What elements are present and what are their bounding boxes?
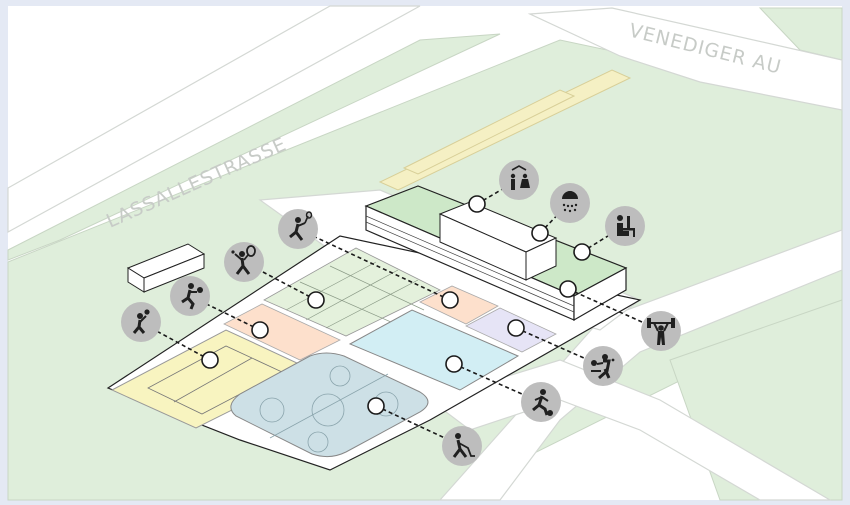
marker-showers xyxy=(531,224,549,242)
sand-strips xyxy=(378,69,632,191)
tennis-player-icon xyxy=(224,242,264,282)
volleyball-player-icon xyxy=(121,302,161,342)
road-lassallestrasse xyxy=(7,5,421,234)
kiosk-building xyxy=(126,243,206,293)
weightlifting-icon xyxy=(641,311,681,351)
badminton-player-icon xyxy=(278,209,318,249)
sand-strip-short xyxy=(402,89,576,175)
road-south-east xyxy=(438,229,843,501)
marker-wardrobe xyxy=(468,195,486,213)
road-venediger-au xyxy=(527,7,843,111)
multi-use-court xyxy=(348,309,520,391)
marker-fitness xyxy=(559,280,577,298)
marker-ice-hockey xyxy=(367,397,385,415)
hanger-restroom-icon xyxy=(499,160,539,200)
orange-court-west xyxy=(223,303,341,361)
marker-tennis xyxy=(307,291,325,309)
green-strip-west xyxy=(7,33,501,261)
marker-football xyxy=(445,355,463,373)
hockey-player-icon xyxy=(442,426,482,466)
main-building xyxy=(364,185,628,322)
desk-worker-icon xyxy=(605,206,645,246)
orange-court-east xyxy=(419,285,499,325)
marker-office xyxy=(573,243,591,261)
soccer-player-icon xyxy=(521,382,561,422)
activity-icons xyxy=(121,160,681,466)
marker-basketball xyxy=(251,321,269,339)
marker-beach-volleyball xyxy=(201,351,219,369)
shower-icon xyxy=(550,183,590,223)
tennis-courts xyxy=(263,247,441,337)
marker-table-tennis xyxy=(507,319,525,337)
target-markers xyxy=(201,195,591,415)
basketball-player-icon xyxy=(170,276,210,316)
table-tennis-icon xyxy=(583,346,623,386)
marker-badminton xyxy=(441,291,459,309)
